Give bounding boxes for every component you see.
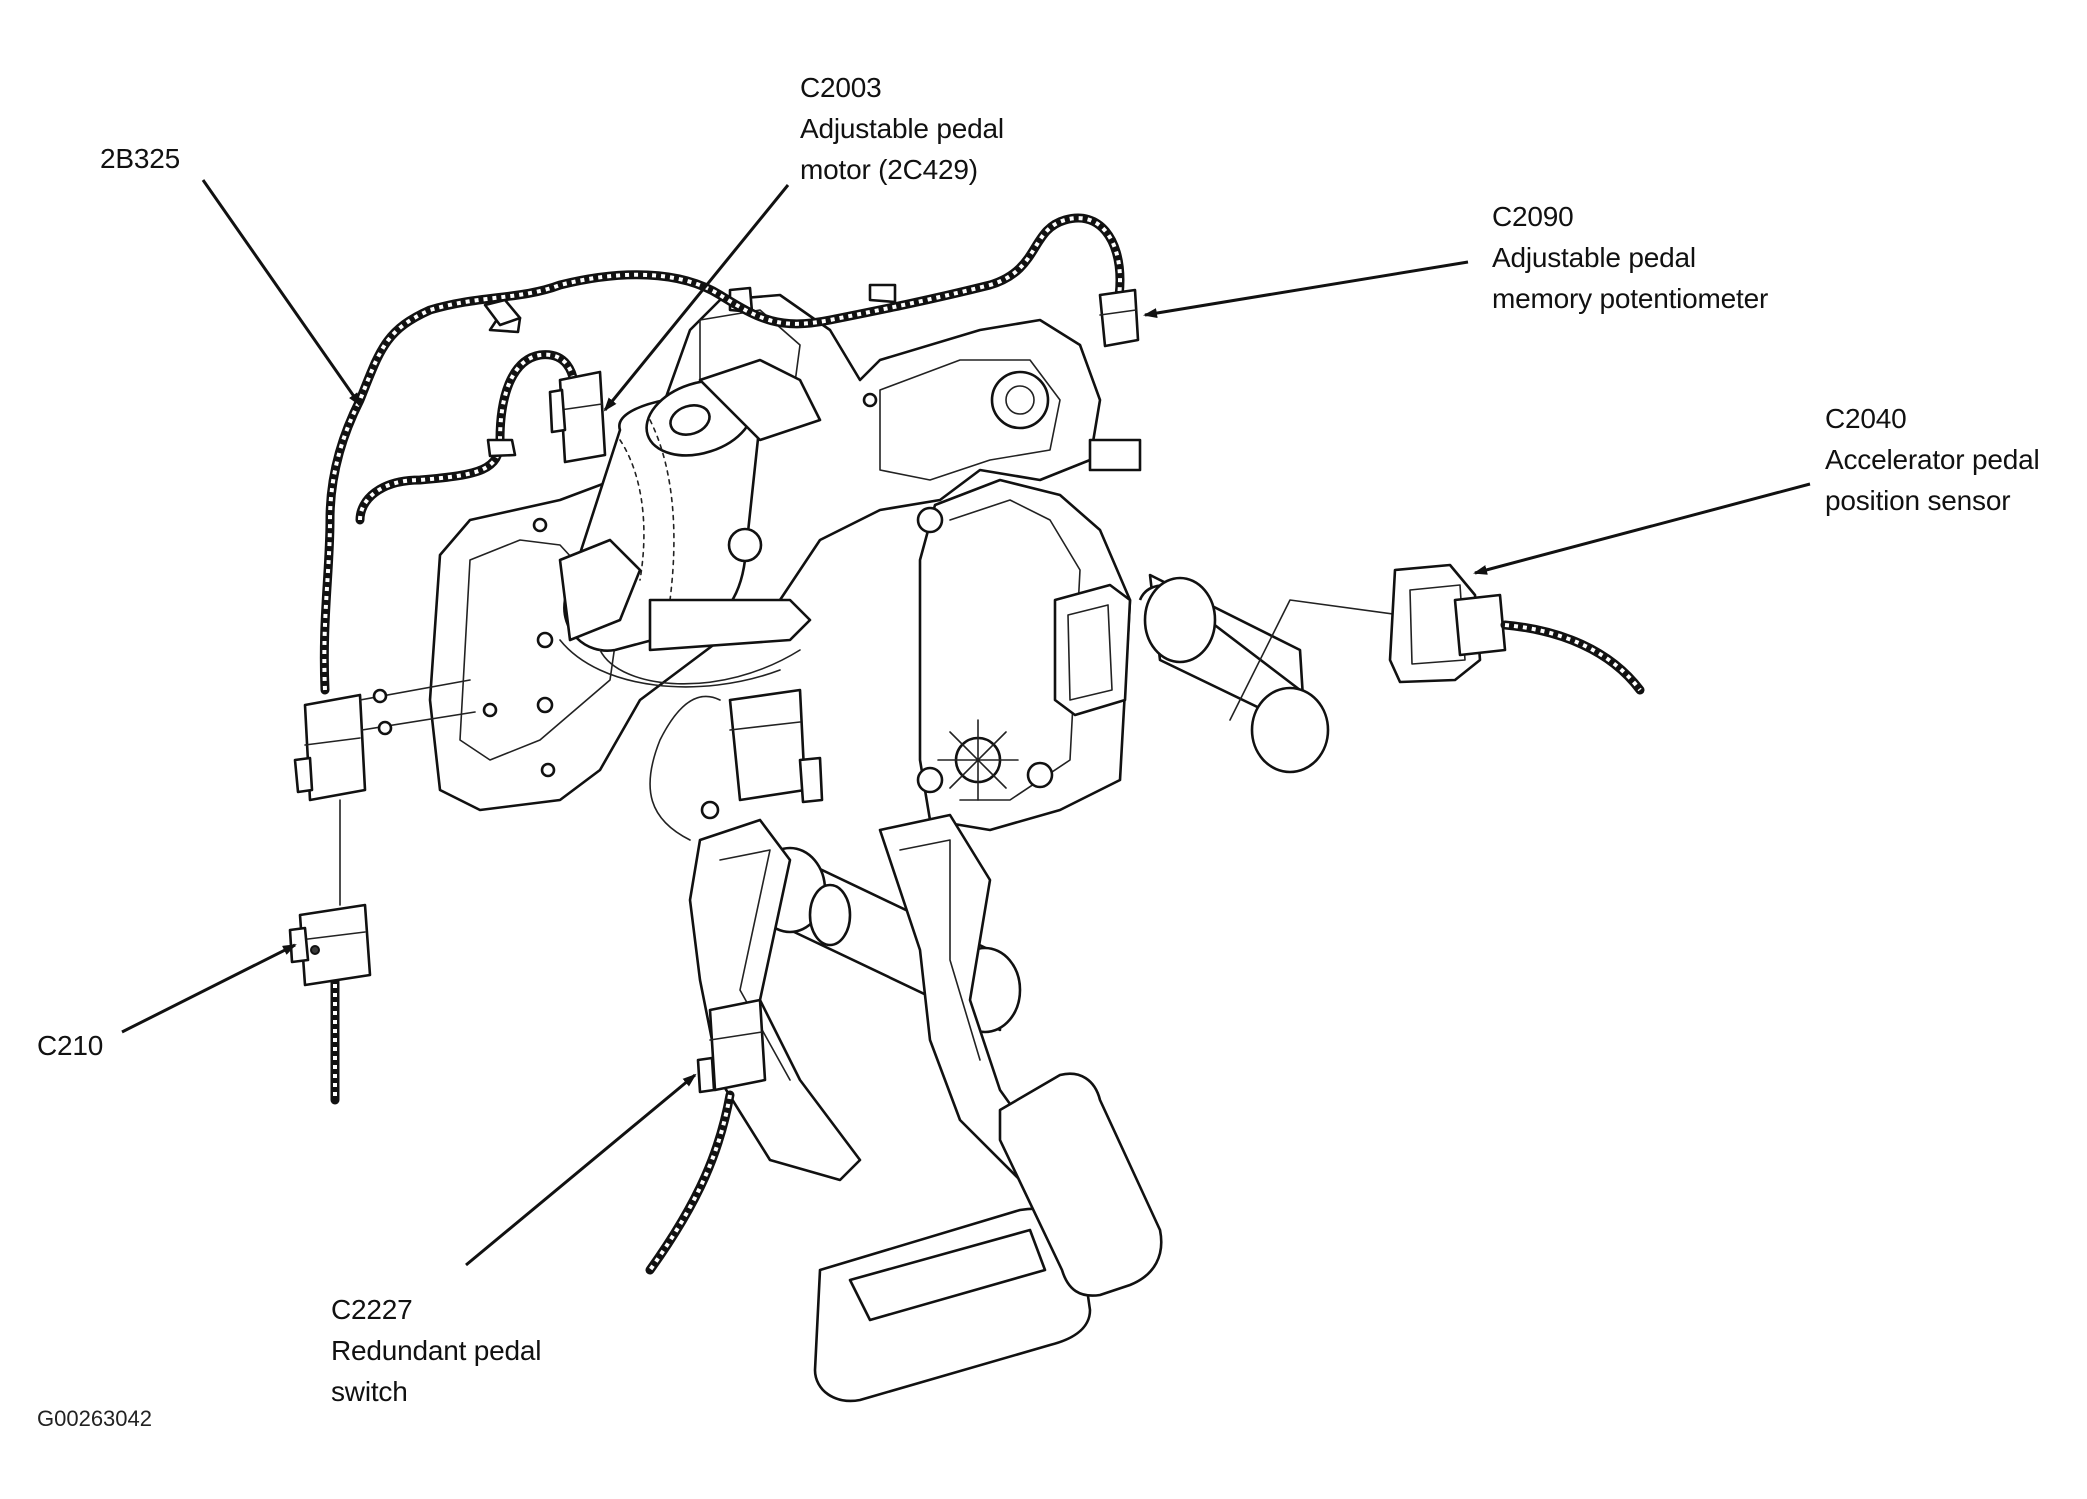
callout-c2227-line-1: C2227 <box>331 1294 413 1325</box>
callout-c2003-line-1: C2003 <box>800 72 882 103</box>
callout-c2227-line-3: switch <box>331 1376 408 1407</box>
callout-c2090: C2090 Adjustable pedal memory potentiome… <box>1492 196 1768 319</box>
callout-c2003: C2003 Adjustable pedal motor (2C429) <box>800 67 1004 190</box>
callout-2b325-line-1: 2B325 <box>100 143 180 174</box>
callout-c2040-line-1: C2040 <box>1825 403 1907 434</box>
callout-c2003-line-3: motor (2C429) <box>800 154 978 185</box>
arrow-c2040 <box>1473 482 1811 575</box>
arrow-c210 <box>121 943 297 1034</box>
inline-connector-left <box>293 679 476 802</box>
c2227-switch <box>645 688 824 1275</box>
callout-c2040-line-2: Accelerator pedal <box>1825 444 2040 475</box>
arrow-c2003 <box>603 184 790 412</box>
pedal-pads <box>813 1072 1163 1403</box>
pedal-pivot-housing <box>916 288 1142 832</box>
callout-c210: C210 <box>37 1025 103 1066</box>
c2040-connector <box>1229 563 1645 721</box>
c2003-connector <box>548 370 607 464</box>
callout-c2003-line-2: Adjustable pedal <box>800 113 1004 144</box>
callout-2b325: 2B325 <box>100 138 180 179</box>
leader-arrows <box>121 179 1811 1267</box>
callout-c210-line-1: C210 <box>37 1030 104 1061</box>
adjustable-pedal-motor <box>558 358 822 688</box>
figure-id: G00263042 <box>37 1406 152 1431</box>
callout-c2090-line-1: C2090 <box>1492 201 1574 232</box>
callout-c2227-line-2: Redundant pedal <box>331 1335 542 1366</box>
callout-c2090-line-2: Adjustable pedal <box>1492 242 1696 273</box>
callout-c2227: C2227 Redundant pedal switch <box>331 1289 541 1412</box>
arrow-2b325 <box>201 179 362 407</box>
harness-2b325 <box>319 213 1125 1105</box>
c210-connector <box>288 903 372 987</box>
callout-c2040-line-3: position sensor <box>1825 485 2011 516</box>
arrow-c2227 <box>465 1073 697 1267</box>
callout-c2040: C2040 Accelerator pedal position sensor <box>1825 398 2040 521</box>
arrow-c2090 <box>1143 260 1469 318</box>
callout-c2090-line-3: memory potentiometer <box>1492 283 1769 314</box>
